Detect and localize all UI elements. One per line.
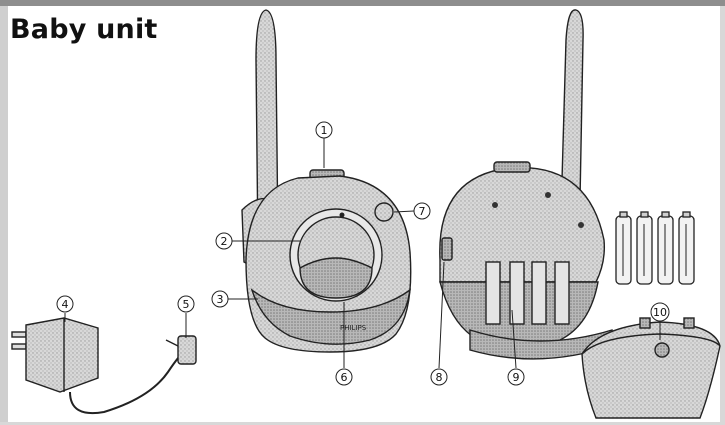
callout-1: 1 <box>316 122 332 138</box>
callout-3: 3 <box>212 291 228 307</box>
back-unit <box>440 10 614 359</box>
svg-text:4: 4 <box>62 298 69 311</box>
battery-2 <box>637 212 652 284</box>
svg-text:6: 6 <box>341 371 348 384</box>
dc-plug <box>178 336 196 364</box>
callout-5: 5 <box>178 296 194 312</box>
svg-text:5: 5 <box>183 298 190 311</box>
callout-7: 7 <box>414 203 430 219</box>
callout-4: 4 <box>57 296 73 312</box>
callout-8: 8 <box>431 369 447 385</box>
svg-text:7: 7 <box>419 205 426 218</box>
power-adapter <box>12 318 196 413</box>
svg-text:2: 2 <box>221 235 228 248</box>
battery-3-slot <box>532 262 546 324</box>
status-light <box>375 203 393 221</box>
callout-2: 2 <box>216 233 232 249</box>
speaker-grille <box>300 258 372 298</box>
battery-1-slot <box>486 262 500 324</box>
battery-1 <box>616 212 631 284</box>
battery-4-slot <box>555 262 569 324</box>
svg-text:9: 9 <box>513 371 520 384</box>
callout-6: 6 <box>336 369 352 385</box>
antenna-back <box>562 10 583 200</box>
loose-batteries <box>616 212 694 284</box>
svg-text:3: 3 <box>217 293 224 306</box>
callout-9: 9 <box>508 369 524 385</box>
svg-text:1: 1 <box>321 124 328 137</box>
power-socket <box>442 238 452 260</box>
svg-text:10: 10 <box>653 306 667 319</box>
callout-10: 10 <box>651 303 669 321</box>
battery-4 <box>679 212 694 284</box>
battery-3 <box>658 212 673 284</box>
front-unit: PHILIPS <box>242 10 411 352</box>
svg-text:8: 8 <box>436 371 443 384</box>
